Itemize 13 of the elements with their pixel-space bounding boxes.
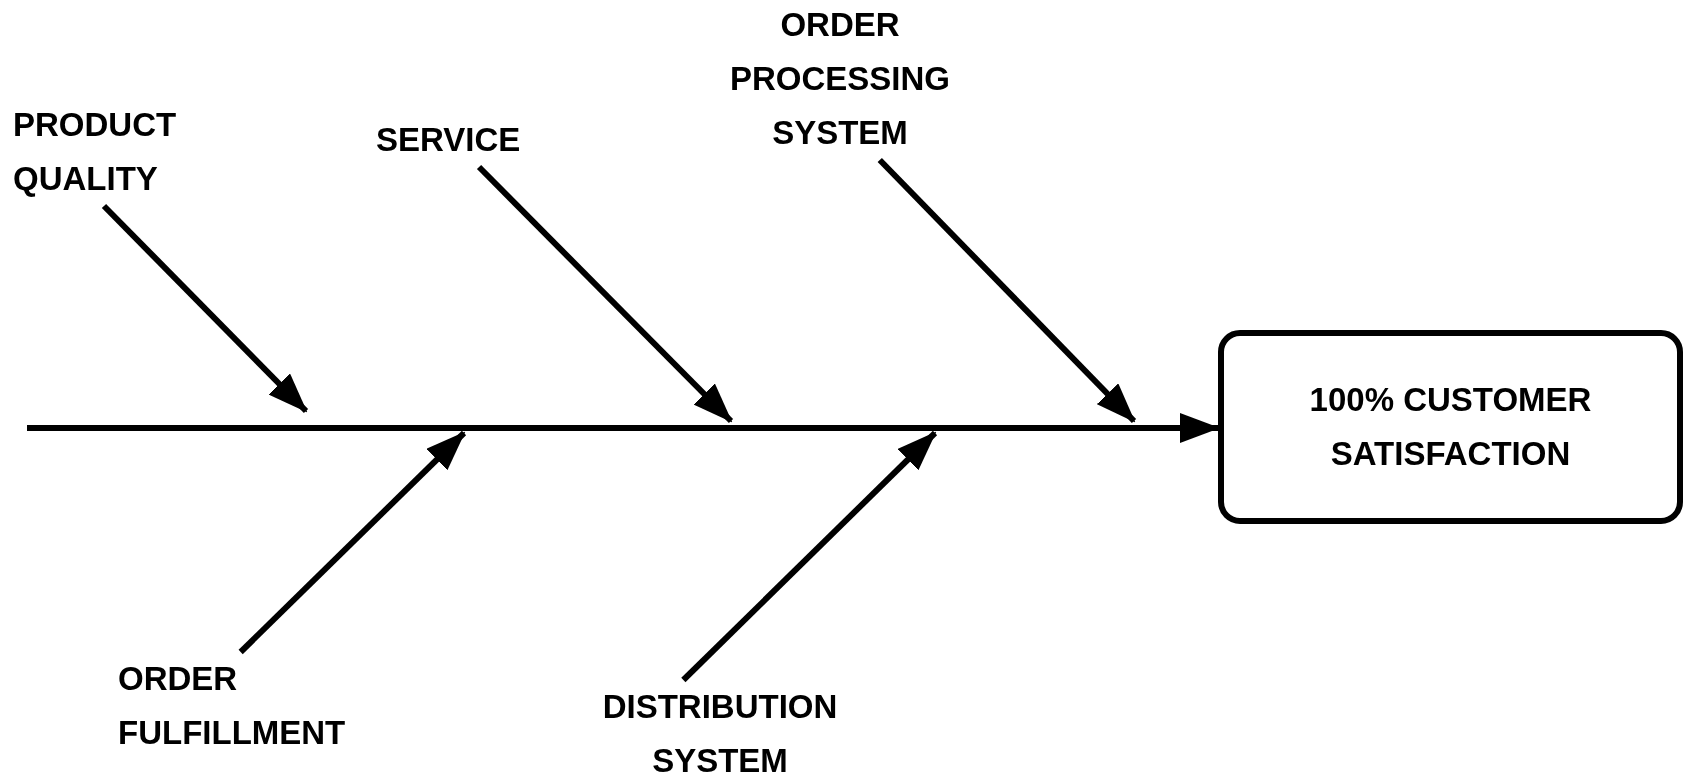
spine-arrow bbox=[27, 413, 1220, 443]
branch-arrow bbox=[238, 430, 467, 655]
effect-box bbox=[1218, 330, 1683, 524]
branch-arrow bbox=[101, 203, 309, 414]
cause-label: SERVICE bbox=[376, 113, 596, 167]
branch-arrow bbox=[877, 157, 1137, 424]
branch-arrow bbox=[476, 164, 734, 424]
cause-label: PRODUCT QUALITY bbox=[13, 98, 243, 206]
cause-label: ORDER PROCESSING SYSTEM bbox=[700, 0, 980, 160]
cause-label: DISTRIBUTION SYSTEM bbox=[560, 680, 880, 779]
branch-arrow bbox=[681, 430, 938, 683]
effect-label: 100% CUSTOMER SATISFACTION bbox=[1308, 380, 1593, 474]
cause-label: ORDER FULFILLMENT bbox=[118, 652, 418, 760]
